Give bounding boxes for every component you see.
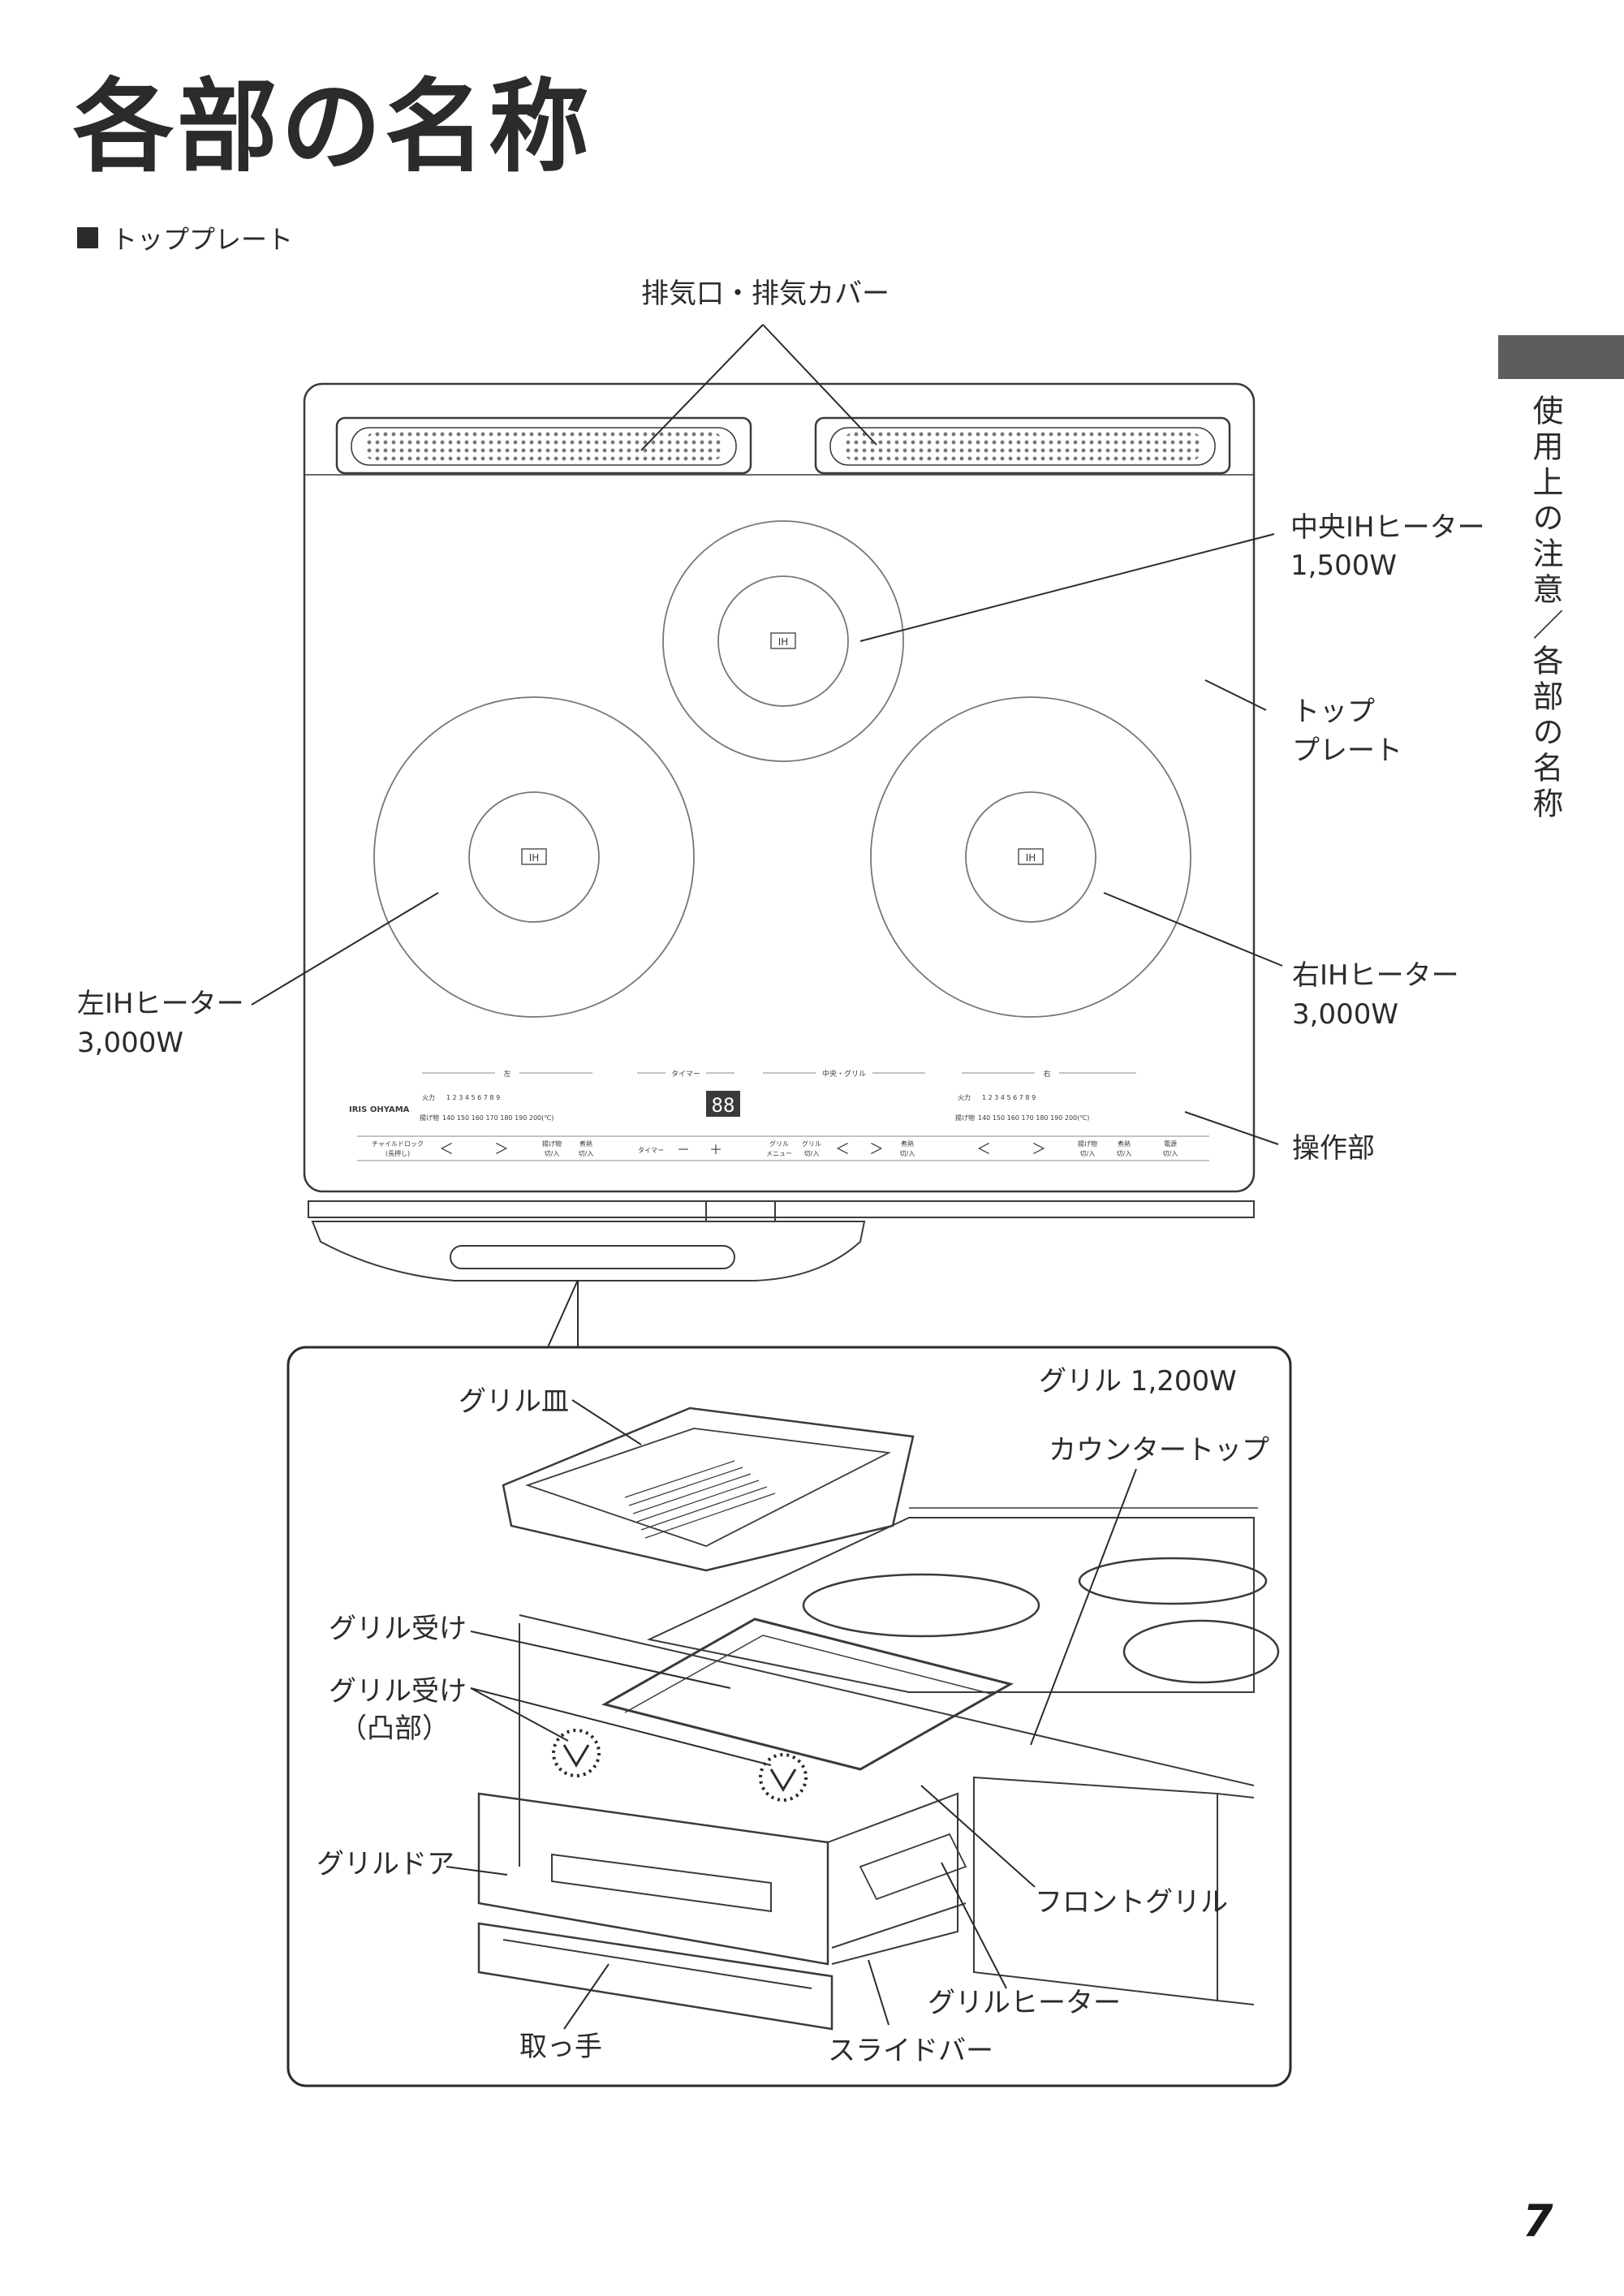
holder-convex-right (759, 1753, 808, 1802)
grill-menu-button[interactable]: グリル (769, 1139, 789, 1148)
label-grill-pan: グリル皿 (459, 1385, 569, 1418)
label-grill-holder: グリル受け (329, 1613, 467, 1645)
panel-zone-left: 左 (503, 1069, 510, 1079)
left-power-label: 火力 (422, 1093, 435, 1101)
label-grill-watt: グリル 1,200W (1039, 1365, 1237, 1398)
left-fry-onoff: 切/入 (545, 1150, 560, 1157)
right-heat-button[interactable]: 煮熱 (1118, 1139, 1131, 1148)
timer-digits: 88 (712, 1094, 735, 1117)
label-grill-holder-convex-1: グリル受け (329, 1675, 467, 1708)
label-top-plate-1: トップ (1292, 696, 1375, 728)
right-up-button[interactable]: ＞ (1032, 1141, 1046, 1158)
label-left-ih-watt: 3,000W (77, 1027, 183, 1059)
timer-button[interactable]: タイマー (638, 1147, 664, 1154)
left-power-nums: 1 2 3 4 5 6 7 8 9 (446, 1094, 500, 1101)
label-center-ih-name: 中央IHヒーター (1290, 511, 1485, 544)
label-center-ih-watt: 1,500W (1290, 549, 1397, 582)
panel-zone-right: 右 (1043, 1069, 1050, 1079)
ih-mark-center: IH (778, 636, 789, 648)
slide-bar (831, 1902, 967, 1949)
left-up-button[interactable]: ＞ (494, 1141, 509, 1158)
page-title: 各部の名称 (73, 69, 593, 186)
grill-pan (502, 1406, 915, 1572)
left-down-button[interactable]: ＜ (439, 1141, 454, 1158)
left-heat-button[interactable]: 煮熱 (579, 1139, 592, 1148)
grill-door (477, 1792, 829, 1966)
left-ih-heater (373, 696, 695, 1018)
label-left-ih-name: 左IHヒーター (77, 988, 244, 1020)
label-right-ih-name: 右IHヒーター (1292, 959, 1459, 992)
power-onoff: 切/入 (1163, 1150, 1178, 1157)
label-exhaust: 排気口・排気カバー (641, 278, 890, 310)
label-slide-bar: スライドバー (828, 2035, 993, 2067)
panel-zone-grill: 中央・グリル (822, 1069, 866, 1079)
panel-zone-timer: タイマー (671, 1070, 700, 1079)
exhaust-vent-left (335, 416, 752, 475)
center-heat-onoff: 切/入 (900, 1150, 915, 1157)
right-down-button[interactable]: ＜ (976, 1141, 991, 1158)
grill-detail-box (286, 1346, 1292, 2087)
cooktop-body (303, 382, 1256, 1193)
right-heat-onoff: 切/入 (1117, 1150, 1132, 1157)
side-index-tab (1498, 335, 1624, 379)
page-number: 7 (1523, 2195, 1553, 2246)
ih-mark-right: IH (1026, 852, 1036, 864)
label-grill-holder-convex-2: （凸部） (339, 1712, 450, 1745)
grill-onoff-button[interactable]: グリル (802, 1139, 821, 1148)
right-fry-onoff: 切/入 (1080, 1150, 1096, 1157)
grill-holder-rack (601, 1618, 1014, 1771)
left-heat-onoff: 切/入 (579, 1150, 594, 1157)
exhaust-vent-right (814, 416, 1231, 475)
left-temps: 140 150 160 170 180 190 200(℃) (442, 1114, 554, 1122)
countertop-plate (646, 1517, 1255, 1693)
front-edge (308, 1200, 1255, 1218)
label-front-grill: フロントグリル (1035, 1886, 1228, 1919)
timer-minus-button[interactable]: － (677, 1142, 690, 1157)
grill-handle (477, 1922, 834, 2031)
power-button[interactable]: 電源 (1164, 1140, 1177, 1148)
label-grill-door: グリルドア (317, 1848, 454, 1880)
square-bullet-icon (77, 227, 98, 248)
right-fry-label: 揚げ物 (955, 1114, 975, 1122)
right-power-nums: 1 2 3 4 5 6 7 8 9 (982, 1094, 1036, 1101)
side-tab-label: 使用上の注意／各部の名称 (1527, 394, 1563, 823)
holder-convex-left (552, 1729, 601, 1777)
grill-front-handle (311, 1221, 866, 1282)
center-ih-heater (662, 520, 904, 762)
left-fry-button[interactable]: 揚げ物 (542, 1139, 562, 1148)
label-handle: 取っ手 (519, 2031, 602, 2063)
grill-heater (859, 1833, 967, 1901)
right-ih-heater (870, 696, 1191, 1018)
right-fry-button[interactable]: 揚げ物 (1078, 1139, 1097, 1148)
label-right-ih-watt: 3,000W (1292, 998, 1398, 1031)
child-lock-sub: (長押し) (386, 1149, 410, 1157)
section-heading: トッププレート (77, 219, 293, 256)
timer-plus-button[interactable]: ＋ (709, 1142, 722, 1157)
timer-display (706, 1091, 740, 1117)
label-control-panel: 操作部 (1292, 1132, 1375, 1165)
label-grill-heater: グリルヒーター (928, 1987, 1121, 2019)
center-heat-button[interactable]: 煮熱 (901, 1139, 914, 1148)
center-up-button[interactable]: ＞ (869, 1141, 884, 1158)
brand-logo: IRIS OHYAMA (349, 1105, 410, 1114)
grill-menu-sub: メニュー (766, 1150, 792, 1157)
right-power-label: 火力 (958, 1093, 971, 1101)
label-countertop: カウンタートップ (1049, 1434, 1269, 1467)
left-fry-label: 揚げ物 (420, 1114, 439, 1122)
right-temps: 140 150 160 170 180 190 200(℃) (978, 1114, 1089, 1122)
detail-burner-1 (802, 1573, 1040, 1638)
grill-onoff-sub: 切/入 (804, 1150, 820, 1157)
center-down-button[interactable]: ＜ (835, 1141, 850, 1158)
label-top-plate-2: プレート (1292, 734, 1402, 767)
ih-mark-left: IH (529, 852, 540, 864)
section-title: トッププレート (111, 224, 294, 255)
child-lock-button[interactable]: チャイルドロック (372, 1140, 424, 1148)
